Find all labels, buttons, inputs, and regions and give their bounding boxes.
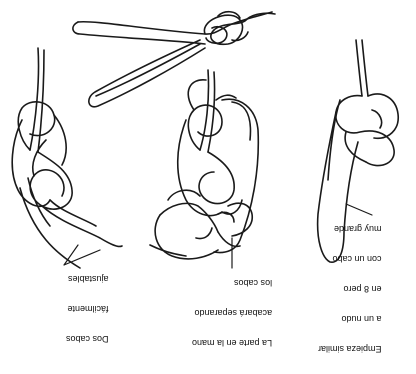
caption-line: con un cabo: [318, 254, 382, 264]
caption-line: ajustables: [66, 274, 109, 284]
adjustable-knot-drawing: [12, 48, 122, 268]
finished-knot-drawing: [73, 12, 275, 107]
caption-line: Dos cabos: [66, 334, 109, 344]
caption-line: acabará separando: [192, 308, 272, 318]
knot-in-hand-drawing: [150, 70, 258, 259]
caption-start-similar: Empieza similar a un nudo en 8 pero con …: [318, 214, 382, 374]
caption-hand-part: La parte en la mano acabará separando lo…: [192, 268, 272, 368]
caption-line: a un nudo: [318, 314, 382, 324]
caption-line: los cabos: [192, 278, 272, 288]
caption-two-ends: Dos cabos fácilmente ajustables: [66, 264, 109, 364]
caption-line: en 8 pero: [318, 284, 382, 294]
caption-line: fácilmente: [66, 304, 109, 314]
caption-line: La parte en la mano: [192, 338, 272, 348]
caption-line: Empieza similar: [318, 344, 382, 354]
caption-line: muy grande: [318, 224, 382, 234]
